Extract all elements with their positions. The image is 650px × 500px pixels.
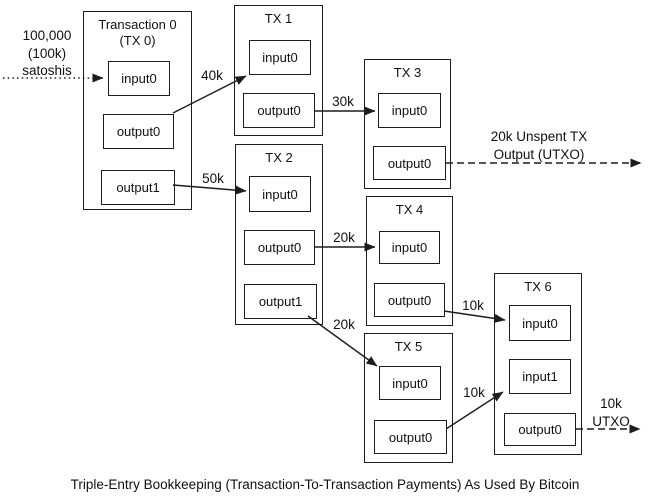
tx3-output0-box: output0 — [373, 146, 446, 180]
utxo-20k-label: 20k Unspent TX Output (UTXO) — [491, 128, 588, 164]
tx4-output0-box: output0 — [374, 283, 445, 317]
tx1-input0-box: input0 — [249, 40, 311, 75]
tx2-output1-box: output1 — [244, 284, 317, 319]
tx4-node: TX 4 input0 output0 — [366, 196, 453, 326]
utxo-10k-label-line1: 10k — [600, 396, 622, 411]
edge-label-tx1-tx3: 30k — [332, 94, 354, 109]
tx6-node: TX 6 input0 input1 output0 — [494, 273, 582, 455]
tx1-node: TX 1 input0 output0 — [234, 5, 323, 136]
tx3-title: TX 3 — [393, 65, 422, 80]
tx2-node: TX 2 input0 output0 output1 — [235, 144, 323, 325]
tx0-output1-box: output1 — [101, 170, 175, 205]
edge-label-tx0-tx1: 40k — [201, 68, 223, 83]
tx4-title: TX 4 — [395, 202, 424, 217]
edge-label-tx2-tx4: 20k — [333, 230, 355, 245]
utxo-10k-label-line2: UTXO — [592, 414, 630, 429]
tx5-output0-box: output0 — [374, 420, 447, 454]
source-amount-label: 100,000 (100k) satoshis — [6, 27, 88, 80]
tx6-title: TX 6 — [524, 279, 552, 294]
source-amount-line2: (100k) — [27, 45, 67, 61]
tx5-input0-box: input0 — [379, 366, 441, 400]
tx4-input0-box: input0 — [379, 231, 440, 264]
tx5-node: TX 5 input0 output0 — [364, 333, 453, 463]
tx3-node: TX 3 input0 output0 — [364, 59, 451, 189]
tx5-title: TX 5 — [394, 339, 423, 354]
tx6-input1-box: input1 — [509, 359, 571, 394]
tx2-title: TX 2 — [265, 150, 293, 165]
tx1-output0-box: output0 — [243, 93, 315, 128]
edge-label-tx2-tx5: 20k — [333, 317, 355, 332]
tx0-output0-box: output0 — [103, 114, 174, 149]
caption: Triple-Entry Bookkeeping (Transaction-To… — [70, 477, 580, 492]
tx2-output0-box: output0 — [244, 230, 315, 265]
tx0-title-line2: (TX 0) — [119, 33, 156, 48]
tx0-title: Transaction 0 (TX 0) — [84, 12, 191, 49]
tx1-title: TX 1 — [264, 11, 293, 26]
edge-label-tx4-tx6: 10k — [462, 298, 484, 313]
edge-label-tx0-tx2: 50k — [202, 171, 224, 186]
tx0-node: Transaction 0 (TX 0) input0 output0 outp… — [83, 11, 192, 210]
source-amount-line3: satoshis — [22, 63, 72, 78]
source-amount-line1: 100,000 — [22, 28, 72, 43]
tx6-output0-box: output0 — [504, 413, 576, 446]
tx2-input0-box: input0 — [249, 176, 311, 212]
tx3-input0-box: input0 — [378, 93, 441, 128]
utxo-20k-label-line1: 20k Unspent TX — [490, 129, 588, 144]
edge-label-tx5-tx6: 10k — [463, 385, 485, 400]
tx0-title-line1: Transaction 0 — [98, 17, 177, 32]
utxo-10k-label: 10k UTXO — [592, 395, 630, 431]
tx6-input0-box: input0 — [509, 305, 571, 341]
tx0-input0-box: input0 — [108, 61, 170, 96]
utxo-20k-label-line2: Output (UTXO) — [493, 147, 585, 162]
